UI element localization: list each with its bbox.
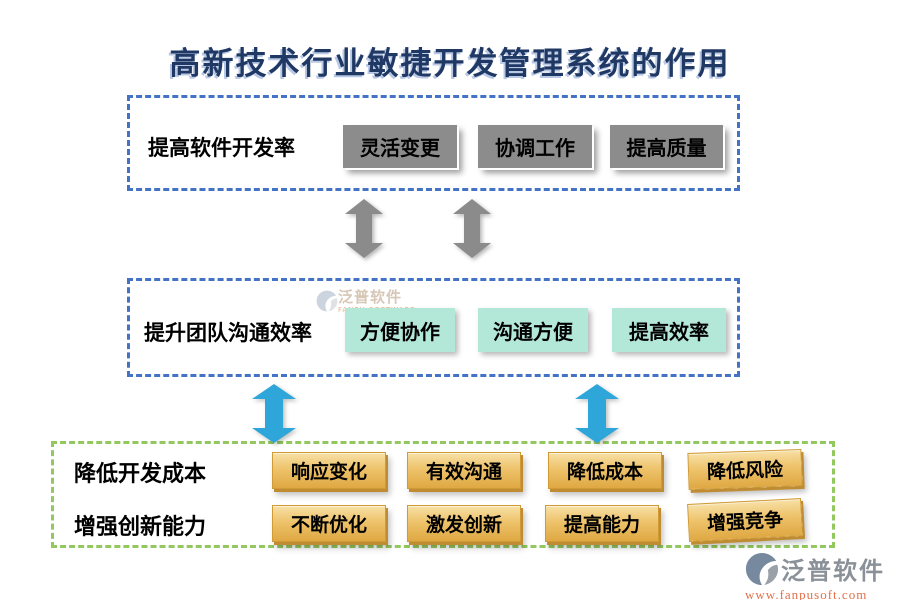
improve-efficiency-chip: 提高效率	[612, 308, 726, 352]
software-dev-box: 提高软件开发率 灵活变更 协调工作 提高质量	[127, 95, 740, 191]
updown-arrow-blue-left-icon	[252, 384, 296, 443]
updown-arrow-gray-right-icon	[453, 199, 491, 258]
easy-collaboration-chip: 方便协作	[345, 308, 455, 352]
reduce-dev-cost-label: 降低开发成本	[74, 462, 207, 487]
benefits-box: 降低开发成本 响应变化 有效沟通 降低成本 降低风险 增强创新能力 不断优化 激…	[51, 441, 835, 548]
fanpu-logo-url: www.fanpusoft.com	[745, 587, 868, 600]
fanpu-swoosh-icon	[316, 290, 338, 312]
flexible-change-chip: 灵活变更	[343, 125, 457, 168]
enhance-innovation-label: 增强创新能力	[74, 515, 207, 540]
watermark-brand: 泛普软件	[338, 288, 403, 306]
reduce-cost-chip: 降低成本	[548, 452, 662, 489]
convenient-communication-chip: 沟通方便	[478, 308, 588, 352]
effective-communication-chip: 有效沟通	[407, 452, 521, 489]
diagram-title: 高新技术行业敏捷开发管理系统的作用	[169, 46, 731, 82]
updown-arrow-blue-right-icon	[575, 384, 619, 443]
team-communication-label: 提升团队沟通效率	[144, 321, 312, 345]
software-dev-label: 提高软件开发率	[148, 136, 295, 160]
fanpu-logo: 泛普软件 www.fanpusoft.com	[745, 551, 885, 600]
team-communication-box: 提升团队沟通效率 方便协作 沟通方便 提高效率	[127, 278, 740, 377]
inspire-innovation-chip: 激发创新	[407, 505, 521, 542]
coordinate-work-chip: 协调工作	[478, 125, 592, 168]
respond-to-change-chip: 响应变化	[272, 452, 386, 489]
improve-ability-chip: 提高能力	[545, 505, 659, 542]
reduce-risk-chip: 降低风险	[687, 449, 803, 490]
continuous-optimization-chip: 不断优化	[272, 505, 386, 542]
fanpu-logo-swoosh-icon	[745, 552, 779, 585]
fanpu-logo-brand: 泛普软件	[781, 557, 885, 585]
updown-arrow-gray-left-icon	[345, 199, 383, 258]
enhance-competition-chip: 增强竞争	[687, 498, 803, 542]
improve-quality-chip: 提高质量	[610, 125, 723, 168]
